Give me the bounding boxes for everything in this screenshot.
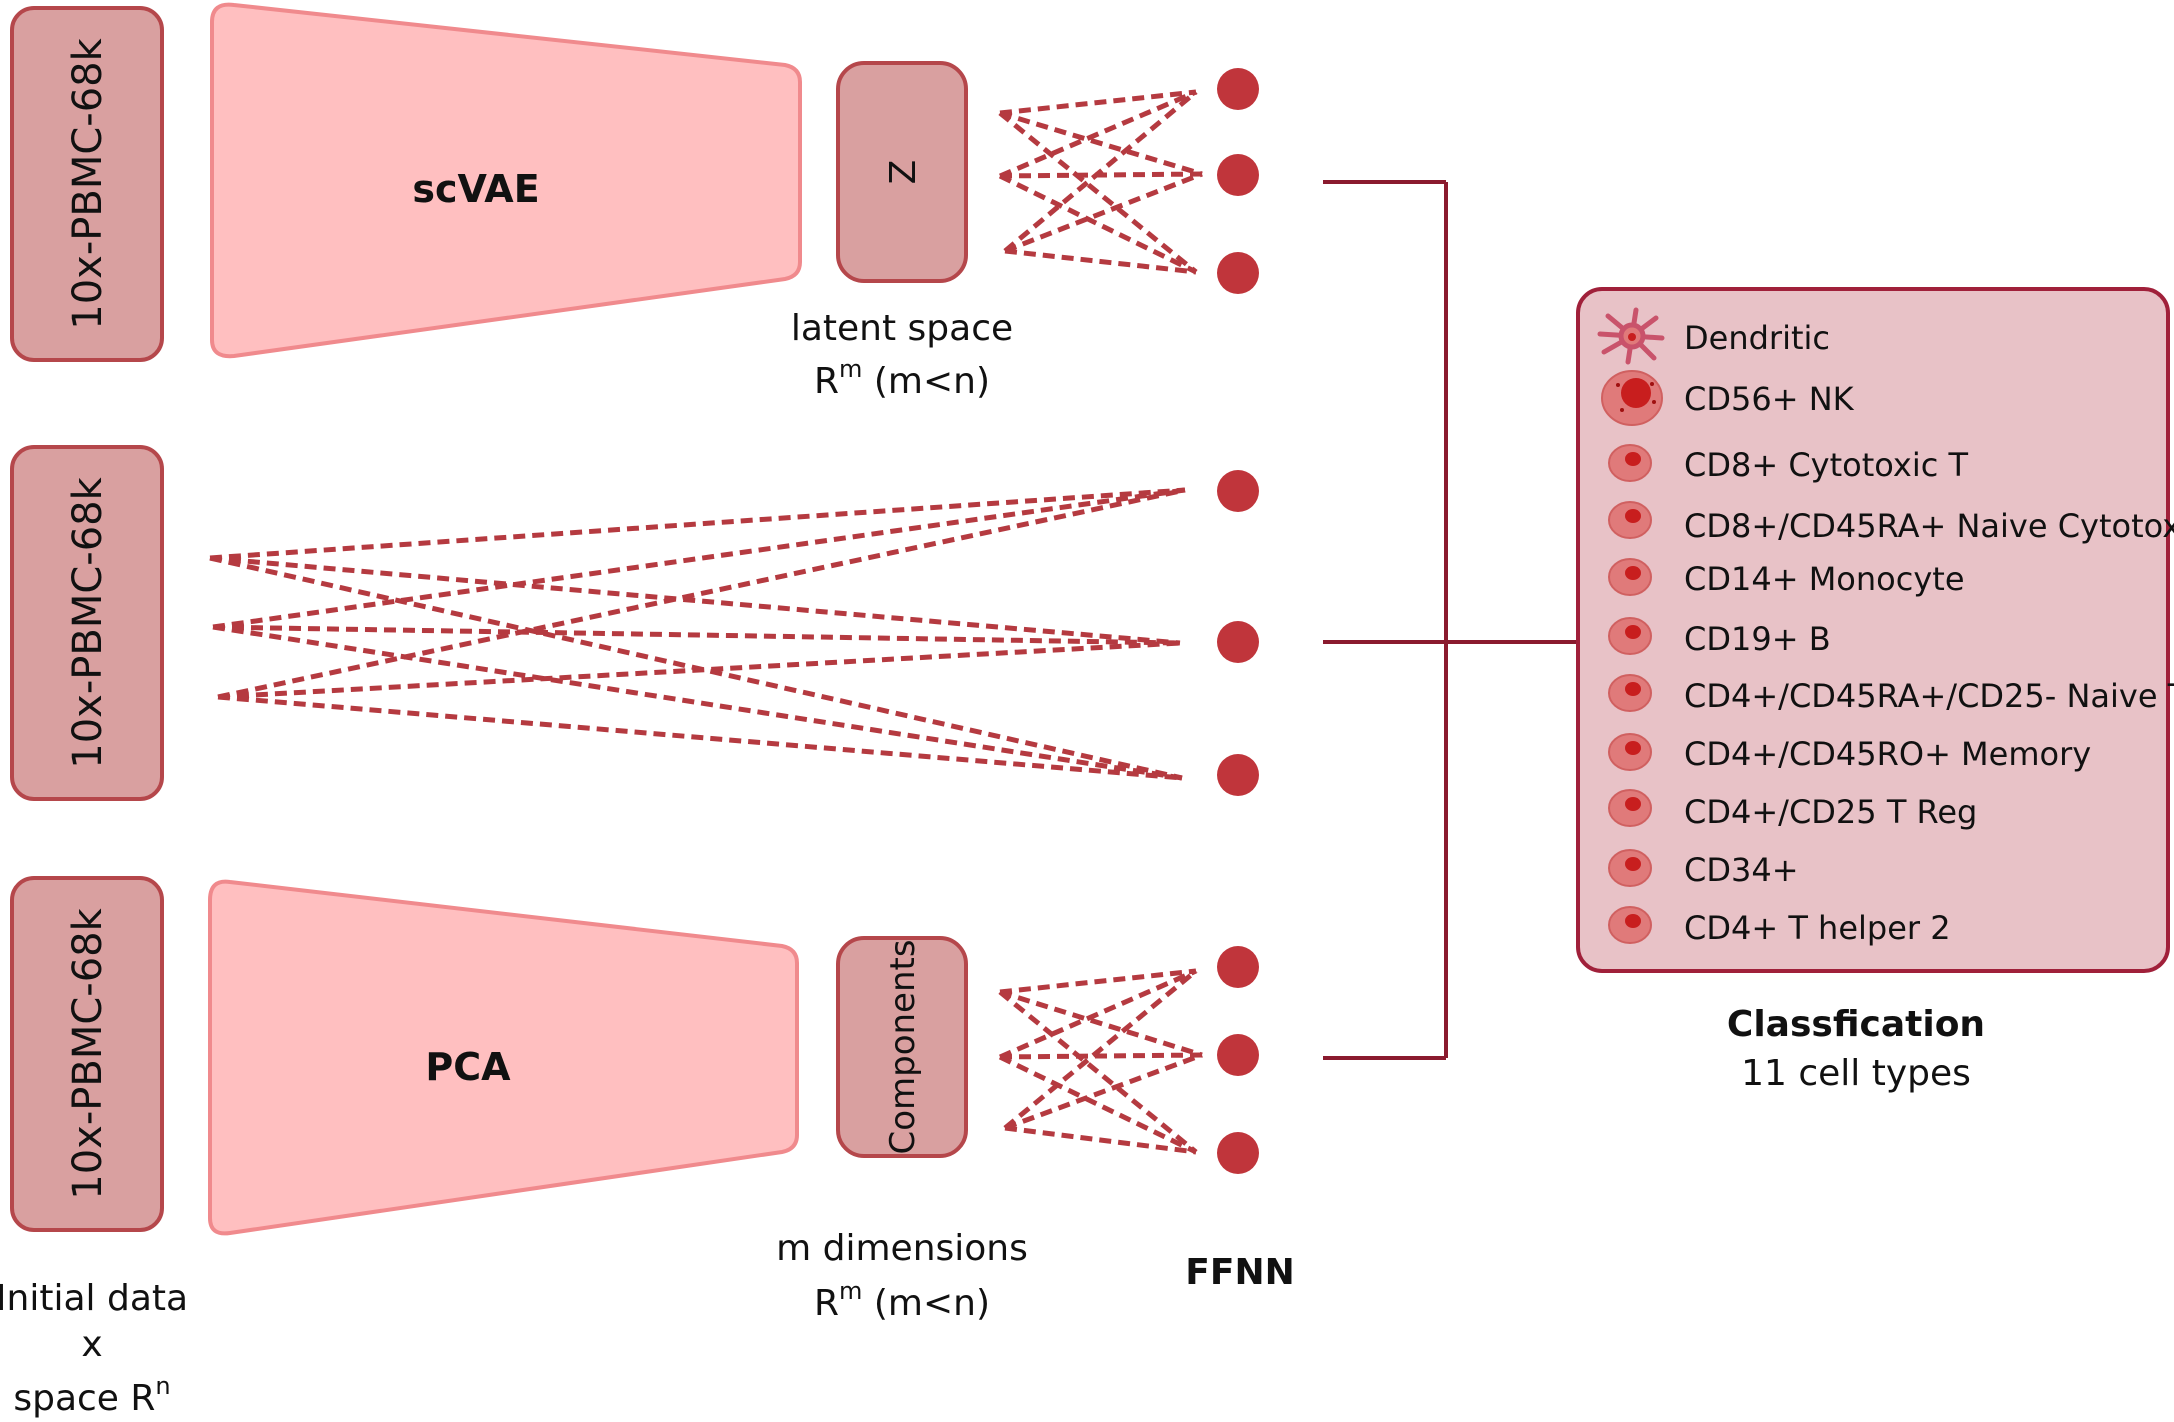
m-dimensions-line2: Rm (m<n) [814,1277,990,1324]
m-dimensions-r: R [814,1283,839,1324]
m-dimensions-caption: m dimensions Rm (m<n) [776,1228,1028,1324]
latent-space-line1: latent space [791,308,1013,349]
cell-icon [1608,906,1652,944]
legend-label: CD34+ [1684,851,1799,889]
latent-z-box: Z [836,61,968,283]
dataset-label: 10x-PBMC-68k [65,907,111,1199]
legend-label: CD19+ B [1684,620,1831,658]
ffnn-node [1217,754,1259,796]
legend-label: CD4+ T helper 2 [1684,909,1951,947]
pca-reducer: PCA [208,879,799,1236]
ffnn-node [1217,470,1259,512]
cell-icon [1608,501,1652,539]
cell-icon [1608,849,1652,887]
legend-item: CD4+/CD45RO+ Memory [1608,733,2091,773]
scvae-encoder: scVAE [210,2,802,359]
legend-label: CD4+/CD45RO+ Memory [1684,735,2091,773]
m-dimensions-line1: m dimensions [776,1228,1028,1269]
legend-item: CD8+ Cytotoxic T [1608,444,1968,484]
legend-label: CD14+ Monocyte [1684,560,1965,598]
legend-item: CD56+ NK [1601,370,1855,426]
legend-item: CD8+/CD45RA+ Naive Cytotoxic [1608,501,2174,545]
m-dimensions-exponent: m [839,1277,862,1305]
dataset-label: 10x-PBMC-68k [65,37,111,329]
latent-space-condition: (m<n) [862,361,990,402]
legend-item: CD34+ [1608,849,1799,889]
legend-label: CD4+/CD25 T Reg [1684,793,1977,831]
cell-icon [1608,444,1652,482]
legend-label: CD8+/CD45RA+ Naive Cytotoxic [1684,507,2174,545]
ffnn-node [1217,621,1259,663]
classification-legend: Dendritic CD56+ NK CD8+ Cytotoxic T [1576,287,2174,973]
ffnn-node [1217,68,1259,110]
space-exponent: n [155,1372,170,1400]
ffnn-node [1217,252,1259,294]
legend-label: Dendritic [1684,319,1830,357]
legend-label: CD8+ Cytotoxic T [1684,446,1968,484]
cell-icon [1608,674,1652,712]
latent-z-label: Z [883,160,924,185]
ffnn-nodes [1217,68,1259,1174]
scvae-ffnn-connections [998,89,1203,275]
m-dimensions-condition: (m<n) [862,1283,990,1324]
pca-ffnn-connections [998,968,1203,1155]
classification-connector [1323,180,1578,1060]
initial-data-line2: x [81,1324,102,1365]
classification-title: Classfication [1727,1004,1985,1045]
ffnn-label: FFNN [1185,1252,1294,1293]
legend-item: CD4+/CD25 T Reg [1608,789,1977,831]
components-label: Components [883,939,923,1154]
classification-subtitle: 11 cell types [1741,1053,1971,1094]
legend-item: CD14+ Monocyte [1608,558,1965,598]
legend-label: CD56+ NK [1684,380,1855,418]
ffnn-node [1217,154,1259,196]
pca-label: PCA [425,1045,511,1089]
latent-space-caption: latent space Rm (m<n) [791,308,1013,402]
latent-space-r: R [814,361,839,402]
dataset-label: 10x-PBMC-68k [65,476,111,768]
dendritic-cell-icon [1597,307,1665,365]
latent-space-exponent: m [839,355,862,383]
input-dataset-scvae: 10x-PBMC-68k [10,6,164,362]
initial-data-line3: space Rn [13,1372,170,1419]
legend-item: CD19+ B [1608,617,1831,658]
initial-data-line1: Initial data [0,1278,188,1319]
initial-data-caption: Initial data x space Rn [0,1278,188,1419]
cell-icon [1608,733,1652,771]
latent-space-line2: Rm (m<n) [814,355,990,402]
ffnn-node [1217,1132,1259,1174]
cell-icon [1608,789,1652,827]
direct-ffnn-connections [209,487,1186,781]
nk-cell-icon [1601,370,1663,426]
legend-item: CD4+ T helper 2 [1608,906,1951,947]
cell-icon [1608,617,1652,655]
legend-item: CD4+/CD45RA+/CD25- Naive T [1608,674,2174,715]
input-dataset-direct: 10x-PBMC-68k [10,445,164,801]
cell-icon [1608,558,1652,596]
input-dataset-pca: 10x-PBMC-68k [10,876,164,1232]
space-label: space R [13,1378,155,1419]
ffnn-node [1217,946,1259,988]
ffnn-node [1217,1034,1259,1076]
legend-item: Dendritic [1597,307,1830,365]
legend-label: CD4+/CD45RA+/CD25- Naive T [1684,677,2174,715]
scvae-label: scVAE [412,167,539,211]
components-box: Components [836,936,968,1158]
